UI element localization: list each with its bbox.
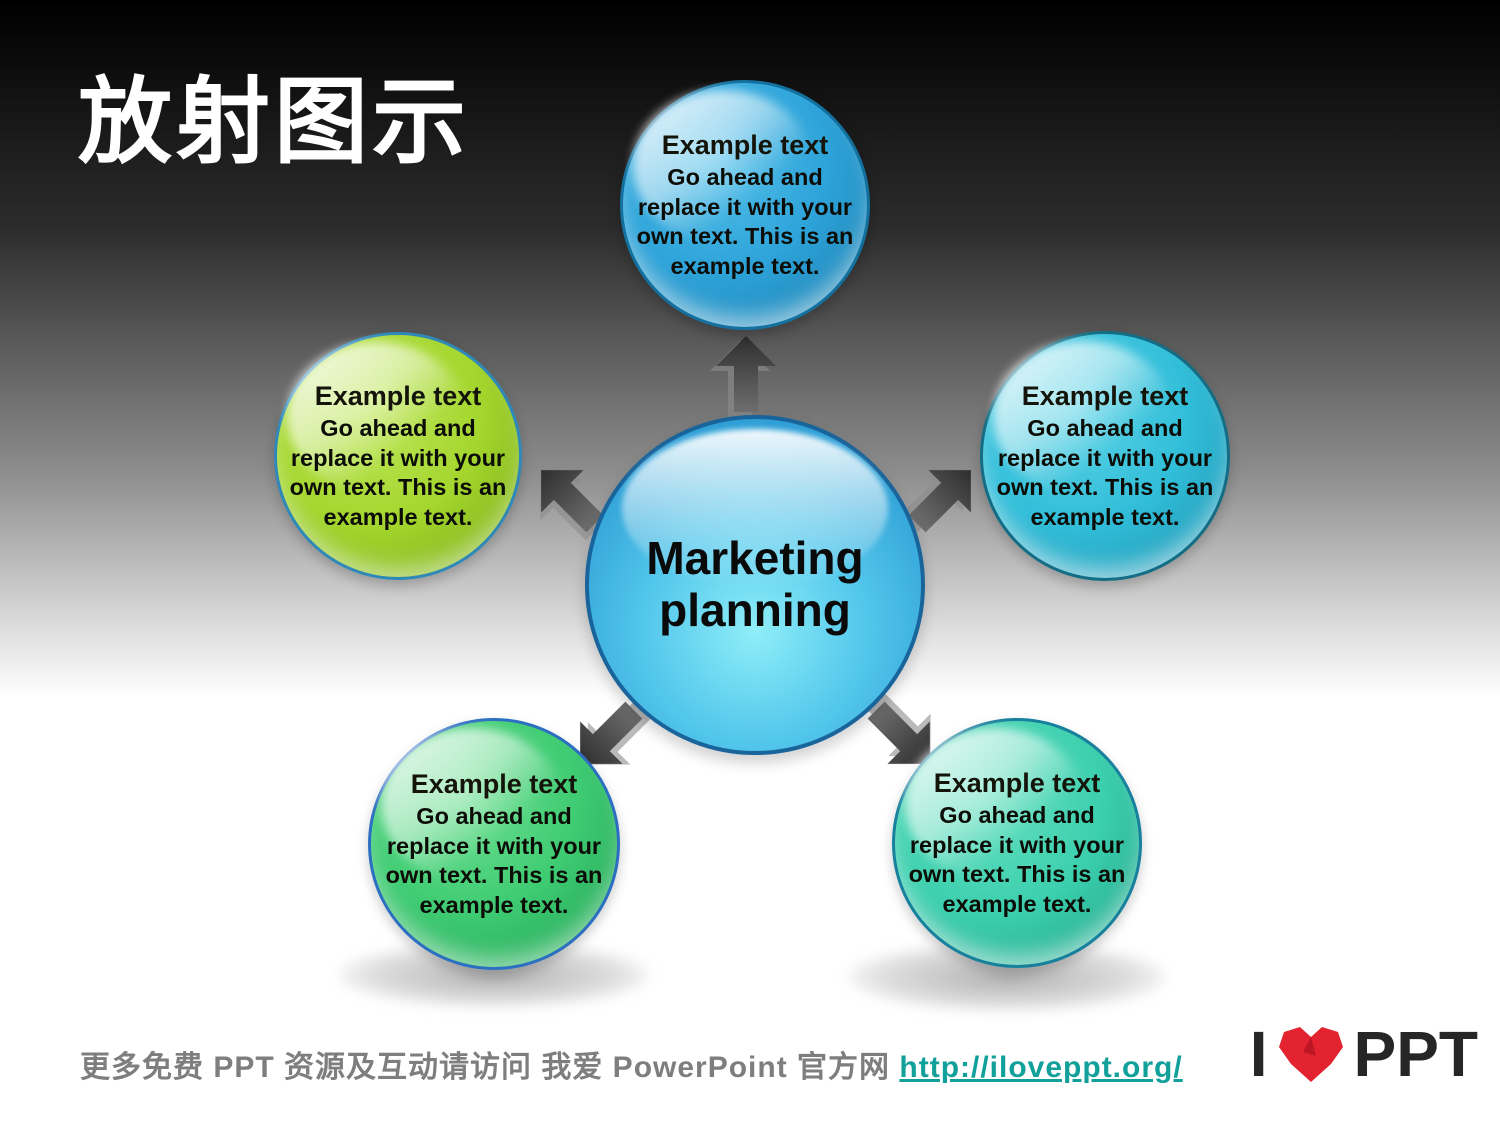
node-center: Marketing planning [585, 415, 925, 755]
arrow-lower-right-icon [855, 689, 951, 785]
center-label: Marketing planning [646, 532, 864, 636]
footer: 更多免费 PPT 资源及互动请访问 我爱 PowerPoint 官方网 http… [80, 1042, 1183, 1086]
footer-text: 更多免费 PPT 资源及互动请访问 我爱 PowerPoint 官方网 [80, 1051, 891, 1084]
node-title: Example text [314, 380, 482, 411]
node-lower-left: Example text Go ahead and replace it wit… [368, 718, 620, 970]
node-title: Example text [661, 129, 829, 160]
logo-letter-i: I [1249, 1018, 1268, 1090]
node-body: Go ahead and replace it with your own te… [385, 802, 603, 918]
footer-link[interactable]: http://iloveppt.org/ [899, 1051, 1183, 1084]
heart-icon [1278, 1027, 1343, 1082]
page-title: 放射图示 [78, 69, 471, 174]
node-body: Go ahead and replace it with your own te… [908, 801, 1126, 917]
node-title: Example text [1021, 380, 1189, 411]
node-top: Example text Go ahead and replace it wit… [620, 80, 870, 330]
iloveppt-logo: I PPT [1250, 1022, 1478, 1086]
arrow-up-icon [716, 336, 776, 412]
arrow-upper-left-icon [520, 449, 616, 545]
arrow-upper-right-icon [896, 449, 992, 545]
logo-letter-ppt: PPT [1353, 1018, 1478, 1090]
node-title: Example text [933, 767, 1101, 798]
node-body: Go ahead and replace it with your own te… [636, 163, 854, 279]
node-body: Go ahead and replace it with your own te… [996, 414, 1214, 530]
node-body: Go ahead and replace it with your own te… [289, 414, 507, 530]
node-upper-right: Example text Go ahead and replace it wit… [980, 331, 1230, 581]
arrow-lower-left-icon [559, 689, 655, 785]
node-upper-left: Example text Go ahead and replace it wit… [274, 332, 522, 580]
node-title: Example text [410, 768, 578, 799]
node-lower-right: Example text Go ahead and replace it wit… [892, 718, 1142, 968]
